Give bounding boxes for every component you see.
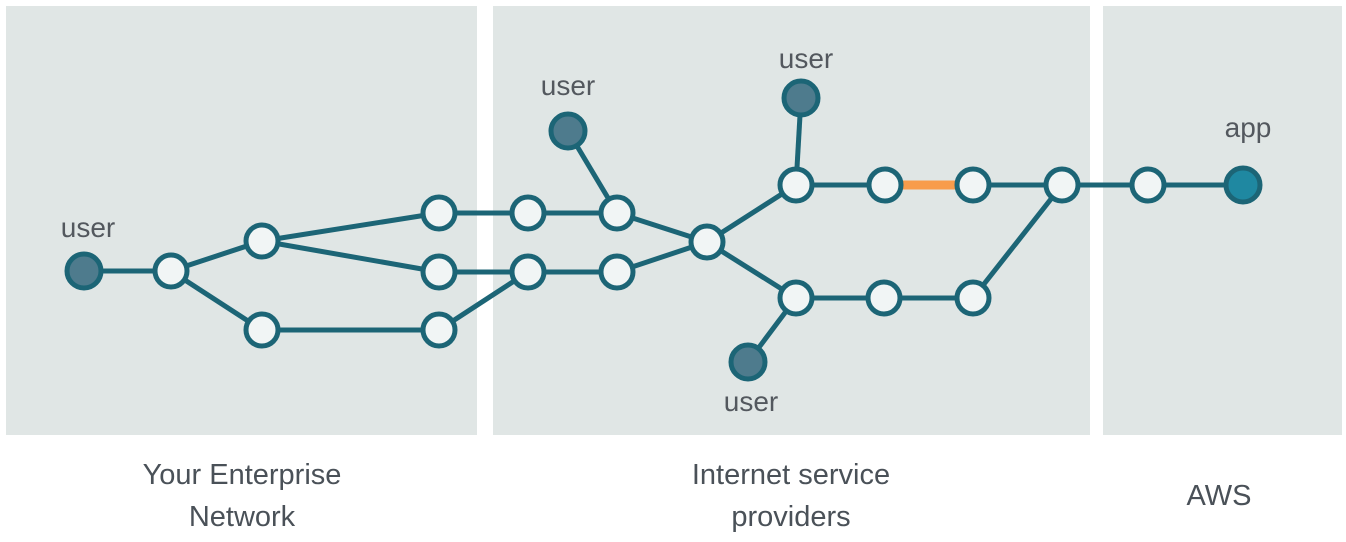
user-node <box>64 251 104 291</box>
router-node <box>954 166 992 204</box>
router-node <box>598 194 636 232</box>
user-node <box>548 111 588 151</box>
network-edge <box>261 238 440 275</box>
network-edge <box>971 183 1064 300</box>
user-node <box>781 78 821 118</box>
router-node <box>954 279 992 317</box>
network-edge <box>261 210 440 244</box>
router-node <box>598 253 636 291</box>
user-label: user <box>61 212 115 243</box>
user-label: user <box>724 386 778 417</box>
panel-isp <box>493 6 1090 435</box>
router-node <box>420 311 458 349</box>
app-node <box>1223 165 1263 205</box>
panel-caption-aws: AWS <box>1187 480 1252 512</box>
router-node <box>420 253 458 291</box>
router-node <box>509 253 547 291</box>
router-node <box>1129 166 1167 204</box>
router-node <box>777 166 815 204</box>
router-node <box>866 166 904 204</box>
panel-aws <box>1103 6 1342 435</box>
router-node <box>420 194 458 232</box>
app-label: app <box>1225 112 1272 143</box>
router-node <box>509 194 547 232</box>
user-label: user <box>779 43 833 74</box>
router-node <box>152 252 190 290</box>
router-node <box>688 223 726 261</box>
router-node <box>243 311 281 349</box>
router-node <box>777 279 815 317</box>
user-label: user <box>541 70 595 101</box>
router-node <box>1043 166 1081 204</box>
router-node <box>243 222 281 260</box>
router-node <box>865 279 903 317</box>
user-node <box>728 342 768 382</box>
